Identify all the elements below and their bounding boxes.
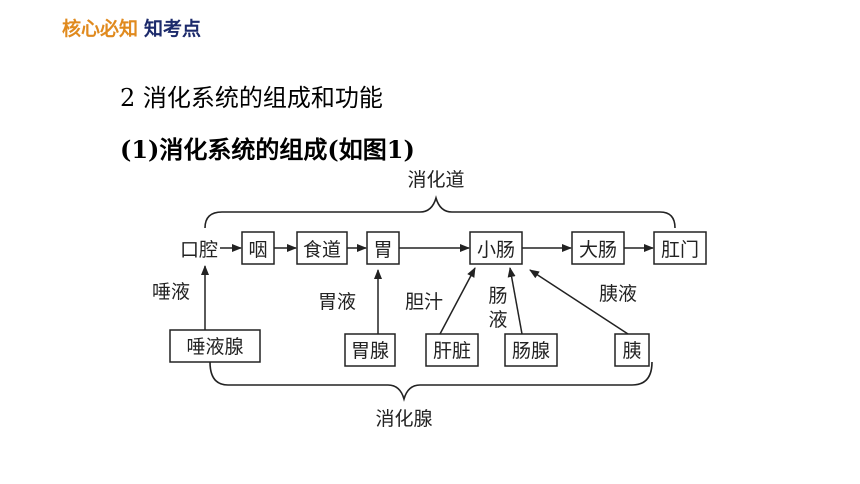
esophagus-node: 食道 [296,231,348,265]
section-title: 2 消化系统的组成和功能 [120,84,383,112]
small-intestine-label: 小肠 [477,239,515,261]
salivary-gland-node: 唾液腺 [169,329,261,363]
salivary-gland-label: 唾液腺 [186,336,243,358]
large-intestine-node: 大肠 [571,231,625,265]
header-core-label: 核心必知 [62,18,139,40]
large-intestine-label: 大肠 [579,239,617,261]
anus-label: 肛门 [661,239,699,261]
gastric-gland-label: 胃腺 [351,340,389,362]
pancreas-node: 胰 [614,333,650,367]
stomach-label: 胃 [373,239,392,261]
saliva-label: 唾液 [152,281,190,303]
subsection-title: (1)消化系统的组成(如图1) [120,135,415,164]
small-intestine-node: 小肠 [469,231,523,265]
tract-label: 消化道 [407,169,464,191]
arrow-intestinal-to-small-intestine [507,267,523,335]
intestinal-juice-label-2: 液 [488,309,507,331]
gastric-juice-label: 胃液 [318,291,356,313]
liver-node: 肝脏 [425,333,479,367]
glands-label: 消化腺 [375,408,432,430]
stomach-node: 胃 [366,231,400,265]
header-topic-label: 知考点 [144,18,202,40]
arrow-liver-to-small-intestine [439,267,476,335]
arrow-pancreas-to-small-intestine [529,269,629,335]
pharynx-node: 咽 [241,231,275,265]
pancreatic-juice-label: 胰液 [599,283,637,305]
intestinal-gland-node: 肠腺 [504,333,558,367]
pharynx-label: 咽 [248,239,267,261]
tract-brace [204,195,676,229]
mouth-label: 口腔 [180,239,218,261]
intestinal-gland-label: 肠腺 [512,340,550,362]
anus-node: 肛门 [653,231,707,265]
intestinal-juice-label-1: 肠 [488,285,507,307]
esophagus-label: 食道 [303,239,341,261]
page-header: 核心必知知考点 [62,14,201,41]
pancreas-label: 胰 [622,340,641,362]
glands-brace [209,361,653,402]
gastric-gland-node: 胃腺 [344,333,396,367]
liver-label: 肝脏 [433,340,471,362]
bile-label: 胆汁 [405,291,443,313]
